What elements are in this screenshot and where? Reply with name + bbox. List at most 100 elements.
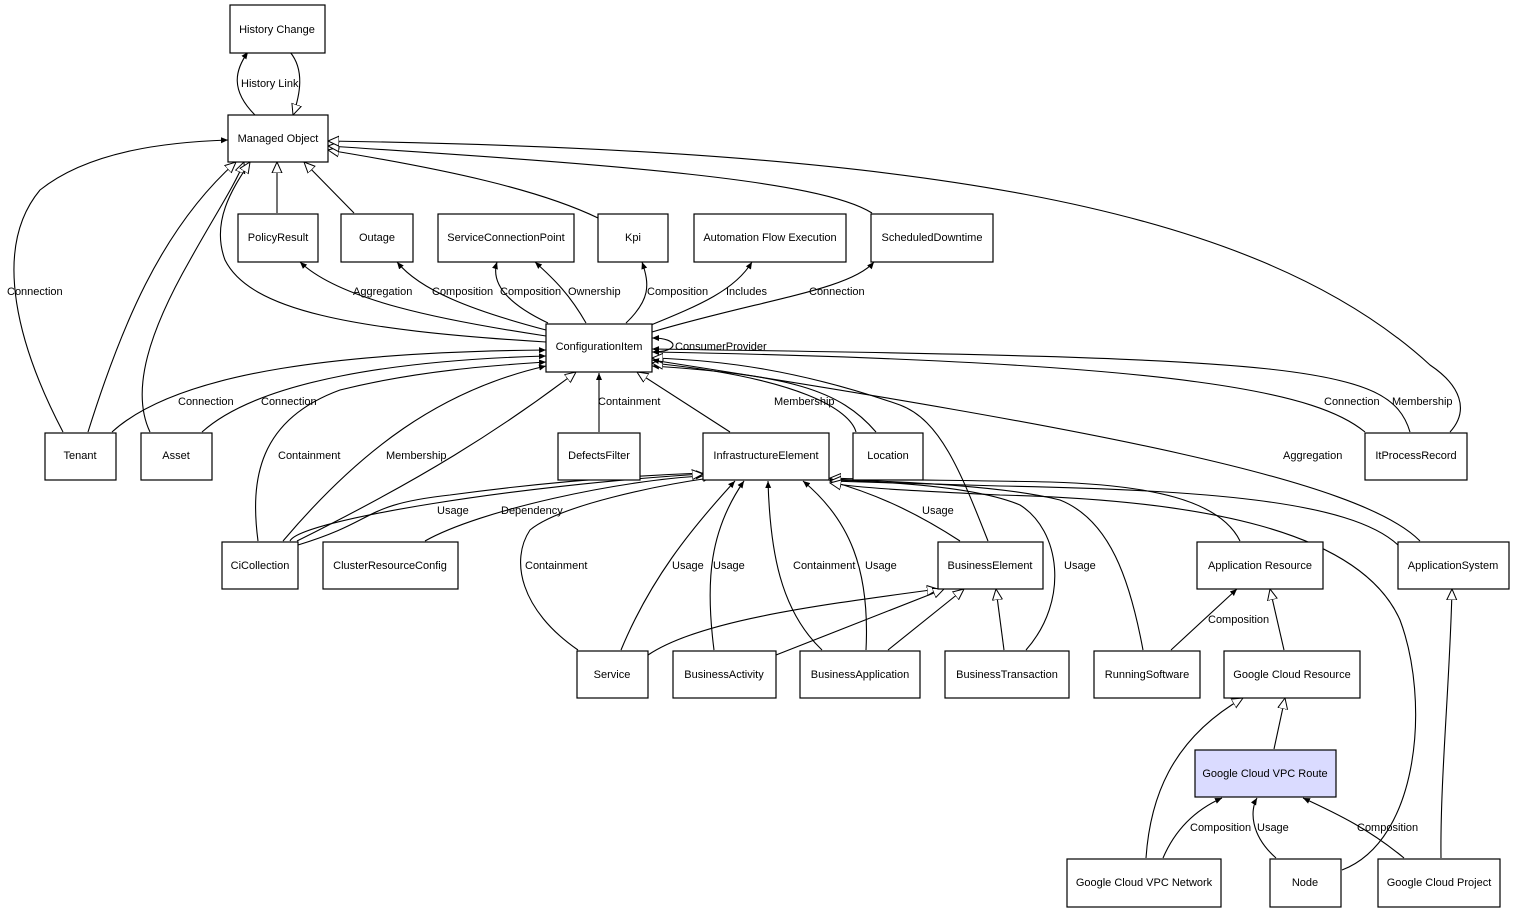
edge-cicol-ie-usage xyxy=(297,470,704,546)
label-ba-ie-usage: Usage xyxy=(713,560,745,572)
edge-crc-ie-dependency xyxy=(424,473,704,542)
node-it-process-record[interactable]: ItProcessRecord xyxy=(1364,432,1468,481)
label-node-route-usage: Usage xyxy=(1257,822,1289,834)
node-policy-result-label: PolicyResult xyxy=(248,232,309,244)
node-service-label: Service xyxy=(594,669,631,681)
label-history-link: History Link xyxy=(241,78,299,90)
node-application-system[interactable]: ApplicationSystem xyxy=(1397,541,1510,590)
node-history-change[interactable]: History Change xyxy=(229,4,326,54)
edge-asset-ci-connection xyxy=(201,353,547,433)
node-google-cloud-project-label: Google Cloud Project xyxy=(1387,877,1492,889)
node-business-activity[interactable]: BusinessActivity xyxy=(672,650,777,699)
node-tenant-label: Tenant xyxy=(63,450,96,462)
label-tenant-ci-connection: Connection xyxy=(178,396,234,408)
node-business-element-label: BusinessElement xyxy=(948,560,1033,572)
label-ci-scp-composition: Composition xyxy=(500,286,561,298)
edge-cicol-ie-generalization xyxy=(289,474,703,542)
edge-cicol-ci-containment xyxy=(255,359,547,542)
edge-appsys-ci-aggregation xyxy=(651,358,1421,542)
node-running-software[interactable]: RunningSoftware xyxy=(1093,650,1201,699)
edge-ci-kpi-composition xyxy=(625,261,648,324)
edge-project-route-composition xyxy=(1302,797,1405,859)
edge-be-ie-generalization xyxy=(830,481,961,542)
label-ci-scp-ownership: Ownership xyxy=(568,286,621,298)
node-configuration-item[interactable]: ConfigurationItem xyxy=(545,323,653,373)
edge-tenant-ci-connection xyxy=(111,347,547,433)
edge-labels: History Link Connection Aggregation Comp… xyxy=(7,78,1453,834)
node-cluster-resource-config-label: ClusterResourceConfig xyxy=(333,560,447,572)
edge-ci-policy-aggregation xyxy=(299,261,547,337)
edge-ci-self-loop xyxy=(651,335,674,353)
edge-itpr-ci-connection xyxy=(651,349,1366,433)
node-scheduled-downtime[interactable]: ScheduledDowntime xyxy=(870,213,994,263)
edge-asset-mo-generalization xyxy=(141,162,244,433)
node-google-cloud-project[interactable]: Google Cloud Project xyxy=(1377,858,1501,908)
node-google-cloud-vpc-network-label: Google Cloud VPC Network xyxy=(1076,877,1213,889)
node-defects-filter[interactable]: DefectsFilter xyxy=(557,432,641,481)
node-node-label: Node xyxy=(1292,877,1318,889)
edge-ba-be-generalization xyxy=(775,589,944,656)
edge-vpcnet-route-composition xyxy=(1162,797,1223,859)
node-business-application[interactable]: BusinessApplication xyxy=(799,650,921,699)
edge-ar-ie-generalization xyxy=(830,478,1241,542)
node-managed-object[interactable]: Managed Object xyxy=(227,114,329,163)
edge-kpi-mo-generalization xyxy=(328,150,599,219)
node-it-process-record-label: ItProcessRecord xyxy=(1375,450,1456,462)
edge-bapp-ie-containment xyxy=(765,480,823,651)
edge-ci-scp-ownership xyxy=(534,261,587,324)
edge-location-ci-membership xyxy=(651,363,877,433)
node-service-connection-point-label: ServiceConnectionPoint xyxy=(447,232,564,244)
node-google-cloud-resource-label: Google Cloud Resource xyxy=(1233,669,1350,681)
label-itpr-ci-connection: Connection xyxy=(1324,396,1380,408)
node-managed-object-label: Managed Object xyxy=(238,133,319,145)
node-outage[interactable]: Outage xyxy=(340,213,414,263)
node-scheduled-downtime-label: ScheduledDowntime xyxy=(882,232,983,244)
node-google-cloud-vpc-route[interactable]: Google Cloud VPC Route xyxy=(1194,749,1337,798)
label-asset-ci-connection: Connection xyxy=(261,396,317,408)
edge-ie-ci-generalization xyxy=(637,372,731,433)
edge-route-gcr-generalization xyxy=(1273,698,1285,750)
node-ci-collection-label: CiCollection xyxy=(231,560,290,572)
node-application-resource-label: Application Resource xyxy=(1208,560,1312,572)
node-ci-collection[interactable]: CiCollection xyxy=(221,541,299,590)
label-vpcnet-route-composition: Composition xyxy=(1190,822,1251,834)
node-outage-label: Outage xyxy=(359,232,395,244)
edge-itpr-ci-membership xyxy=(651,346,1411,433)
edge-service-be-generalization xyxy=(647,589,938,656)
label-ci-policy-aggregation: Aggregation xyxy=(353,286,412,298)
edge-node-route-usage xyxy=(1250,797,1277,859)
node-cluster-resource-config[interactable]: ClusterResourceConfig xyxy=(322,541,459,590)
label-cicol-ci-membership: Membership xyxy=(386,450,447,462)
node-location[interactable]: Location xyxy=(852,432,924,481)
node-node[interactable]: Node xyxy=(1269,858,1342,908)
node-automation-flow-execution[interactable]: Automation Flow Execution xyxy=(693,213,847,263)
edge-tenant-mo-connection xyxy=(13,137,229,433)
edge-vpcnet-gcr-generalization xyxy=(1145,698,1243,859)
node-business-transaction[interactable]: BusinessTransaction xyxy=(944,650,1070,699)
edge-history-link-1 xyxy=(236,51,256,116)
node-google-cloud-resource[interactable]: Google Cloud Resource xyxy=(1223,650,1361,699)
node-service[interactable]: Service xyxy=(576,650,649,699)
node-application-resource[interactable]: Application Resource xyxy=(1196,541,1324,590)
label-tenant-mo-connection: Connection xyxy=(7,286,63,298)
label-appsys-ci-aggregation: Aggregation xyxy=(1283,450,1342,462)
label-ci-sd-connection: Connection xyxy=(809,286,865,298)
node-asset-label: Asset xyxy=(162,450,190,462)
label-bapp-ie-usage: Usage xyxy=(865,560,897,572)
node-business-element[interactable]: BusinessElement xyxy=(937,541,1044,590)
edge-bt-be-generalization xyxy=(996,589,1005,651)
node-service-connection-point[interactable]: ServiceConnectionPoint xyxy=(437,213,575,263)
node-kpi[interactable]: Kpi xyxy=(597,213,669,263)
node-google-cloud-vpc-network[interactable]: Google Cloud VPC Network xyxy=(1066,858,1222,908)
edge-bapp-be-generalization xyxy=(887,589,964,651)
label-bt-ie-usage: Usage xyxy=(1064,560,1096,572)
node-infrastructure-element-label: InfrastructureElement xyxy=(713,450,818,462)
node-policy-result[interactable]: PolicyResult xyxy=(237,213,319,263)
node-business-application-label: BusinessApplication xyxy=(811,669,909,681)
node-tenant[interactable]: Tenant xyxy=(44,432,117,481)
node-asset[interactable]: Asset xyxy=(140,432,213,481)
label-service-ie-containment: Containment xyxy=(525,560,587,572)
label-ci-outage-composition: Composition xyxy=(432,286,493,298)
node-infrastructure-element[interactable]: InfrastructureElement xyxy=(702,432,830,481)
